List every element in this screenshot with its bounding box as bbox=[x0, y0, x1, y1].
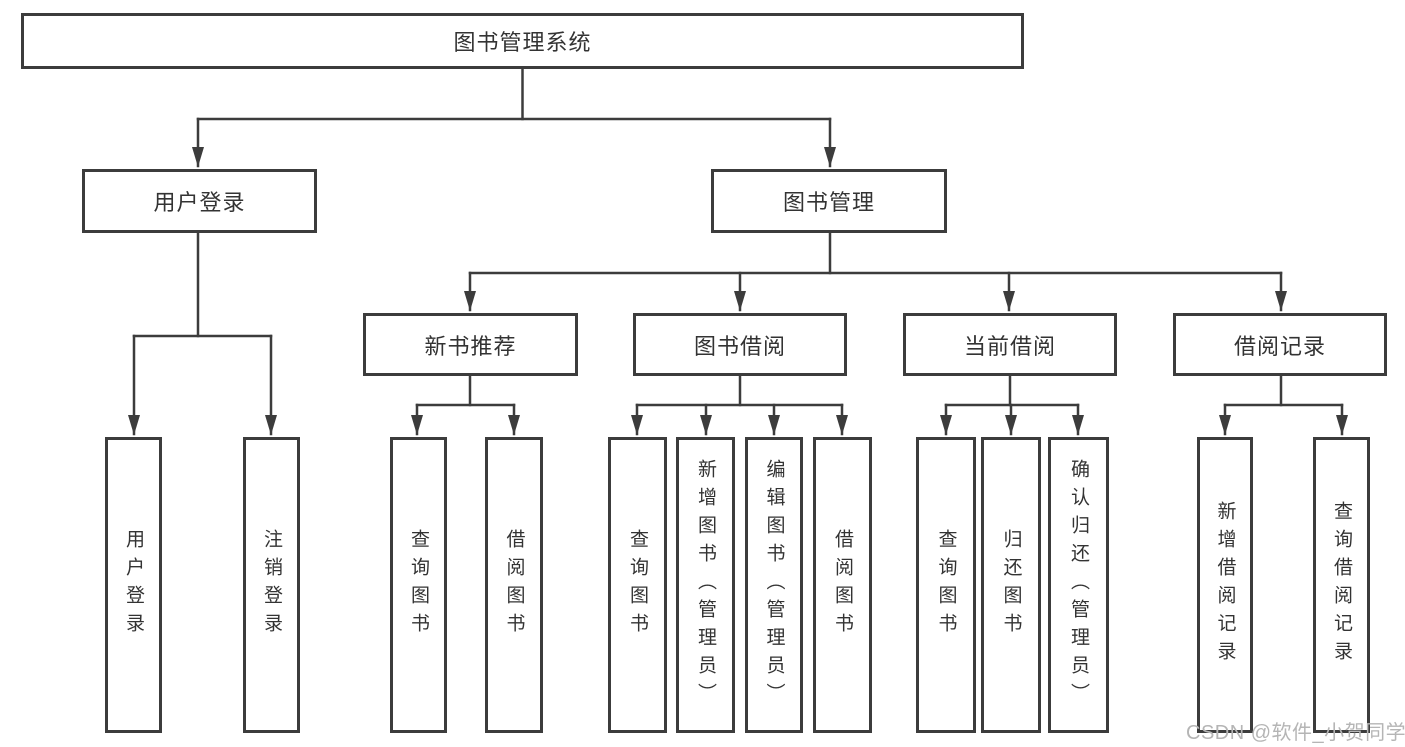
leaf-confirm-return-admin: 确认归还（管理员） bbox=[1048, 437, 1109, 733]
node-borrowing-records: 借阅记录 bbox=[1173, 313, 1387, 376]
leaf-return-books: 归还图书 bbox=[981, 437, 1041, 733]
node-label: 查询图书 bbox=[408, 529, 429, 641]
leaf-query-books-current: 查询图书 bbox=[916, 437, 976, 733]
node-label: 注销登录 bbox=[261, 529, 282, 641]
node-label: 用户登录 bbox=[153, 190, 246, 215]
leaf-add-borrow-record: 新增借阅记录 bbox=[1197, 437, 1253, 733]
leaf-logout: 注销登录 bbox=[243, 437, 300, 733]
node-current-borrowing: 当前借阅 bbox=[903, 313, 1117, 376]
node-label: 借阅记录 bbox=[1233, 333, 1326, 359]
node-label: 查询借阅记录 bbox=[1331, 501, 1352, 669]
node-label: 当前借阅 bbox=[963, 333, 1056, 359]
leaf-user-login: 用户登录 bbox=[105, 437, 162, 733]
node-label: 图书管理 bbox=[782, 190, 875, 215]
node-book-management: 图书管理 bbox=[711, 169, 947, 233]
leaf-query-borrow-record: 查询借阅记录 bbox=[1313, 437, 1370, 733]
leaf-query-books-recommend: 查询图书 bbox=[390, 437, 447, 733]
node-root-library-system: 图书管理系统 bbox=[21, 13, 1024, 69]
node-label: 确认归还（管理员） bbox=[1068, 459, 1089, 711]
node-label: 编辑图书（管理员） bbox=[763, 459, 785, 711]
node-label: 用户登录 bbox=[123, 529, 144, 641]
leaf-add-books-admin: 新增图书（管理员） bbox=[676, 437, 735, 733]
node-label: 新增图书（管理员） bbox=[695, 459, 716, 711]
node-user-login: 用户登录 bbox=[82, 169, 317, 233]
csdn-watermark: CSDN @软件_小贺同学 bbox=[1186, 722, 1405, 744]
node-book-borrowing: 图书借阅 bbox=[633, 313, 847, 376]
node-label: 图书管理系统 bbox=[453, 30, 592, 55]
leaf-borrow-books-recommend: 借阅图书 bbox=[485, 437, 543, 733]
node-new-book-recommendation: 新书推荐 bbox=[363, 313, 578, 376]
node-label: 归还图书 bbox=[1000, 529, 1022, 641]
leaf-query-books-borrowing: 查询图书 bbox=[608, 437, 667, 733]
node-label: 借阅图书 bbox=[503, 529, 525, 641]
node-label: 新增借阅记录 bbox=[1214, 501, 1236, 669]
node-label: 图书借阅 bbox=[693, 333, 786, 359]
node-label: 查询图书 bbox=[935, 529, 957, 641]
node-label: 借阅图书 bbox=[832, 529, 853, 641]
node-label: 新书推荐 bbox=[424, 333, 517, 359]
leaf-edit-books-admin: 编辑图书（管理员） bbox=[745, 437, 803, 733]
node-label: 查询图书 bbox=[627, 529, 648, 641]
leaf-borrow-books: 借阅图书 bbox=[813, 437, 872, 733]
